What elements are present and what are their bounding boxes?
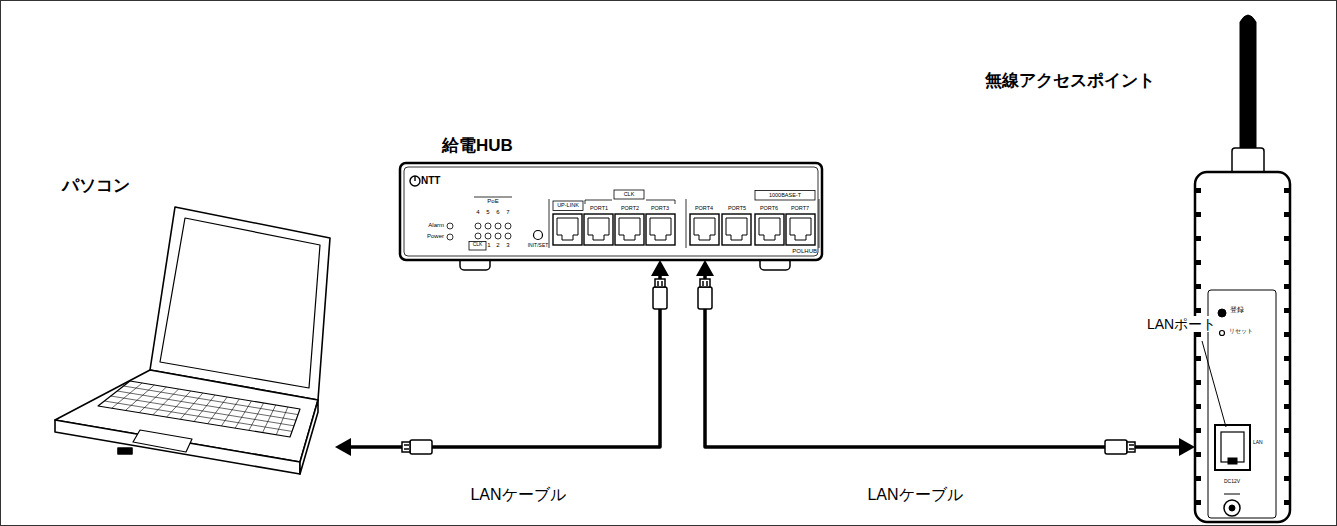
panel-label: CLK xyxy=(624,191,635,197)
panel-label: LAN xyxy=(1253,440,1263,446)
hub-drawing xyxy=(400,163,822,270)
poe-hub: 給電HUB xyxy=(400,163,822,260)
computer: パソコン xyxy=(50,200,335,480)
panel-label: PORT6 xyxy=(760,205,778,211)
lan-plug xyxy=(402,279,1135,454)
panel-label: PORT3 xyxy=(651,205,669,211)
panel-label: PORT2 xyxy=(621,205,639,211)
panel-label: 3 xyxy=(506,242,509,249)
access-point-drawing xyxy=(1195,15,1290,522)
panel-label: 7 xyxy=(506,209,509,216)
cable-label: LANケーブル xyxy=(468,486,567,504)
panel-label: 4 xyxy=(476,209,479,216)
panel-label: Alarm xyxy=(428,222,444,229)
panel-label: リセット xyxy=(1229,328,1253,335)
panel-label: 登録 xyxy=(1230,306,1244,314)
panel-label: PORT5 xyxy=(728,205,746,211)
panel-label: NTT xyxy=(421,175,440,187)
panel-label: 1 xyxy=(487,242,490,249)
panel-label: DC12V xyxy=(1224,479,1240,485)
device-heading: パソコン xyxy=(62,176,130,196)
panel-label: 6 xyxy=(496,209,499,216)
panel-label: 1000BASE-T xyxy=(769,192,801,198)
cable-label: LANケーブル xyxy=(865,486,964,504)
panel-label: PORT1 xyxy=(590,205,608,211)
device-heading: 給電HUB xyxy=(442,136,513,156)
laptop-drawing xyxy=(55,207,330,474)
panel-label: LANポート xyxy=(1145,316,1218,332)
lan-cable xyxy=(696,260,1195,456)
panel-label: 2 xyxy=(496,242,499,249)
panel-label: UP-LINK xyxy=(557,202,579,208)
panel-label: PoE xyxy=(487,198,498,205)
panel-label: 5 xyxy=(486,209,489,216)
panel-label: CLK xyxy=(473,242,483,248)
device-heading: 無線アクセスポイント xyxy=(985,71,1155,91)
panel-label: POLHUB xyxy=(792,248,817,255)
panel-label: INIT/SET xyxy=(528,243,549,249)
lan-cable xyxy=(335,260,669,456)
panel-label: Power xyxy=(427,233,444,240)
panel-label: PORT7 xyxy=(791,205,809,211)
access-point: 無線アクセスポイント xyxy=(1195,170,1290,522)
panel-label: PORT4 xyxy=(695,205,713,211)
keyboard-keys xyxy=(104,383,298,435)
